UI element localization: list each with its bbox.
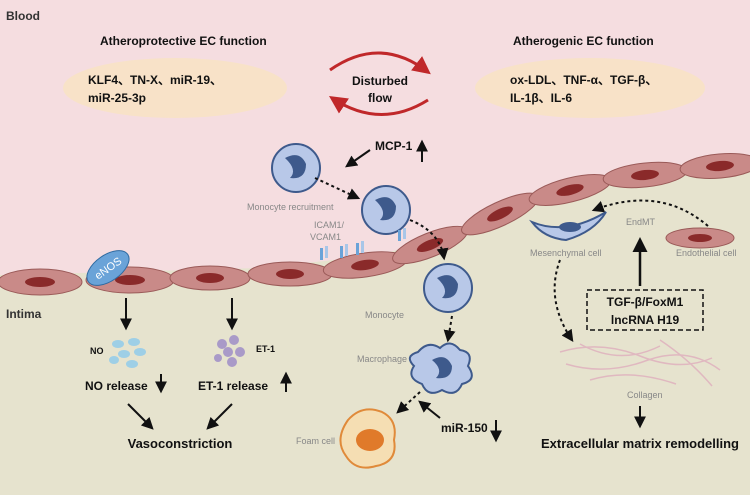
protective-factors-line1: KLF4、TN-X、miR-19、 xyxy=(88,73,222,87)
collagen-label: Collagen xyxy=(627,390,663,400)
monocyte-blood xyxy=(271,143,321,193)
blood-label: Blood xyxy=(6,9,40,23)
mcp1-attract-arrow xyxy=(345,149,371,168)
tgf-foxm1-label: TGF-β/FoxM1 xyxy=(607,295,684,309)
protective-factors-line2: miR-25-3p xyxy=(88,91,146,105)
endothelial-cell xyxy=(602,161,688,189)
intima-label: Intima xyxy=(6,307,42,321)
no-release-label: NO release xyxy=(85,379,148,393)
disturbed-flow-line1: Disturbed xyxy=(352,74,408,88)
flow-arrow-top xyxy=(329,51,431,75)
foam-cell xyxy=(339,408,396,469)
atheroprotective-heading: Atheroprotective EC function xyxy=(100,34,267,48)
endothelial-cell xyxy=(461,192,539,236)
regulators-box xyxy=(586,289,704,331)
mcp1-label: MCP-1 xyxy=(375,139,413,153)
endothelial-cell-intima xyxy=(665,227,735,249)
atherogenic-factors-line2: IL-1β、IL-6 xyxy=(510,91,572,105)
endothelial-cell xyxy=(247,261,333,287)
endothelial-cell xyxy=(322,251,408,279)
protective-factors-bubble xyxy=(63,58,287,118)
disturbed-flow-line2: flow xyxy=(368,91,393,105)
et1-molecules xyxy=(214,335,245,367)
macrophage xyxy=(408,342,473,394)
mesenchymal-to-collagen-arrow xyxy=(553,259,574,342)
ecm-remodelling-label: Extracellular matrix remodelling xyxy=(541,436,739,451)
icam1-label: ICAM1/ xyxy=(314,220,345,230)
macrophage-to-foam-arrow xyxy=(396,391,421,414)
endmt-label: EndMT xyxy=(626,217,656,227)
et1-label: ET-1 xyxy=(256,344,275,354)
mesenchymal-cell-label: Mesenchymal cell xyxy=(530,248,602,258)
collagen-fibers xyxy=(559,339,721,387)
mesenchymal-cell xyxy=(529,211,607,242)
atherogenic-heading: Atherogenic EC function xyxy=(513,34,654,48)
no-molecules xyxy=(109,338,146,368)
enos-bubble xyxy=(86,250,130,286)
flow-arrow-bottom xyxy=(329,96,429,116)
mir150-arrow xyxy=(418,400,441,419)
intima-region xyxy=(0,162,750,495)
macrophage-label: Macrophage xyxy=(357,354,407,364)
atherogenic-factors-line1: ox-LDL、TNF-α、TGF-β、 xyxy=(510,73,657,87)
monocyte-label: Monocyte xyxy=(365,310,404,320)
monocyte-migration-arrow xyxy=(314,177,361,200)
foam-cell-label: Foam cell xyxy=(296,436,335,446)
et1-to-vasoconstriction-arrow xyxy=(206,403,233,430)
lncrna-h19-label: lncRNA H19 xyxy=(611,313,680,327)
monocyte-recruitment-label: Monocyte recruitment xyxy=(247,202,334,212)
no-label: NO xyxy=(90,346,104,356)
adhesion-molecules xyxy=(320,228,406,260)
endothelial-cell xyxy=(679,153,750,179)
mir150-label: miR-150 xyxy=(441,421,488,435)
monocyte-adhering xyxy=(361,185,411,235)
atherogenic-factors-bubble xyxy=(475,58,705,118)
et1-release-label: ET-1 release xyxy=(198,379,268,393)
endothelial-cell-label: Endothelial cell xyxy=(676,248,737,258)
endothelial-cell xyxy=(169,265,251,291)
endmt-transition-arrow xyxy=(591,199,709,227)
endothelial-cell xyxy=(528,174,612,206)
no-to-vasoconstriction-arrow xyxy=(127,403,154,430)
monocyte-intima xyxy=(423,263,473,313)
vasoconstriction-label: Vasoconstriction xyxy=(128,436,233,451)
vcam1-label: VCAM1 xyxy=(310,232,341,242)
monocyte-to-macrophage-arrow xyxy=(443,315,456,343)
transmigration-arrow xyxy=(409,219,449,261)
endothelial-cell xyxy=(0,268,83,296)
